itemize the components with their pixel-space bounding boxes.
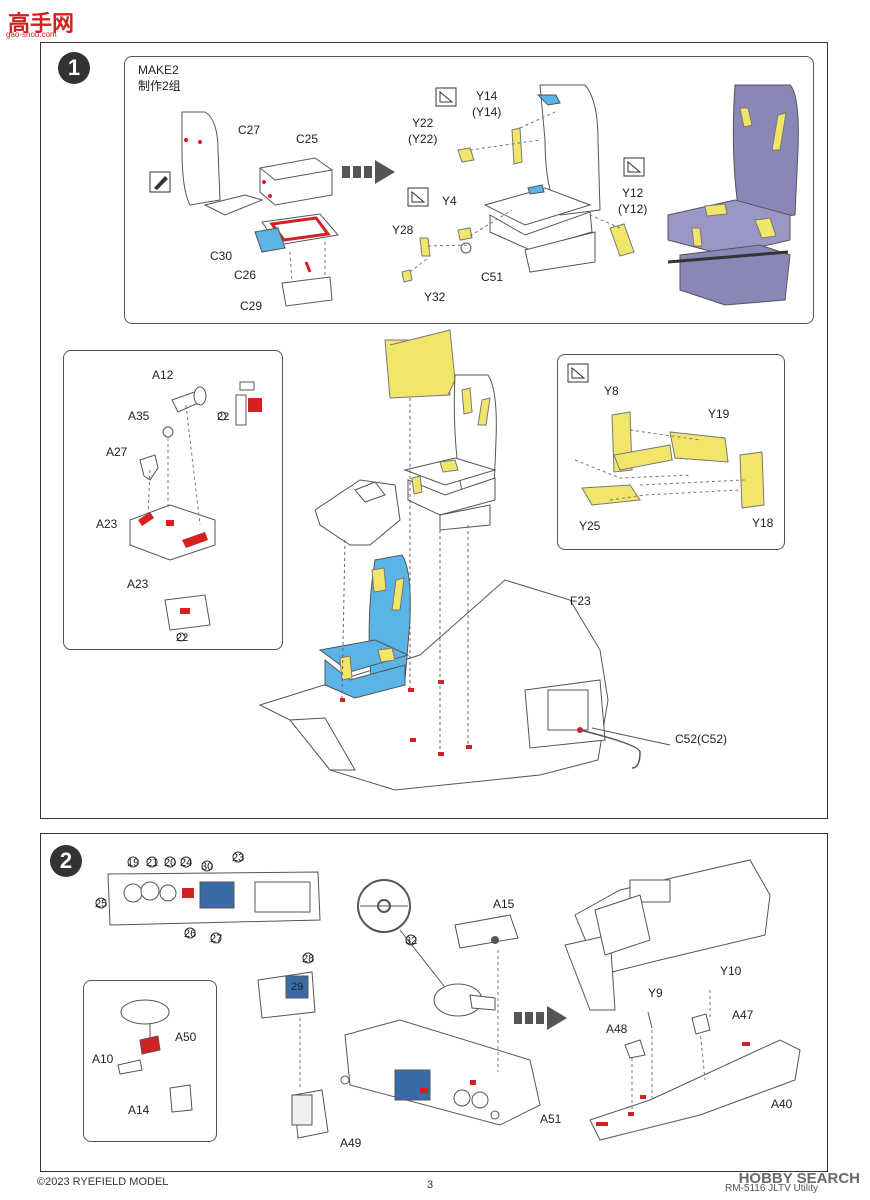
- label-a49: A49: [340, 1136, 362, 1150]
- label-a50: A50: [175, 1030, 197, 1044]
- decal-23: 23: [232, 852, 245, 864]
- decal-27: 27: [210, 933, 223, 945]
- label-y28: Y28: [392, 223, 414, 237]
- label-a51: A51: [540, 1112, 562, 1126]
- label-a48: A48: [606, 1022, 628, 1036]
- label-a27: A27: [106, 445, 128, 459]
- label-c25: C25: [296, 132, 319, 146]
- label-a35: A35: [128, 409, 150, 423]
- assembly-arrow-2: [514, 1006, 567, 1030]
- rack-assembled: [384, 329, 456, 399]
- label-a15: A15: [493, 897, 515, 911]
- label-a23-bottom: A23: [127, 577, 149, 591]
- label-c27: C27: [238, 123, 261, 137]
- step-2-badge: 2: [50, 845, 82, 877]
- label-y12b: (Y12): [618, 202, 648, 216]
- page-number: 3: [427, 1179, 434, 1191]
- site-logo: 高手网: [8, 11, 75, 36]
- label-y18: Y18: [752, 516, 774, 530]
- seat-assembled: [483, 84, 601, 273]
- label-y10: Y10: [720, 964, 742, 978]
- decal-22a: 22: [217, 411, 230, 423]
- steering-wheel: [357, 879, 411, 933]
- decal-19: 19: [127, 857, 140, 869]
- label-a12: A12: [152, 368, 174, 382]
- label-y14b: (Y14): [472, 105, 502, 119]
- site-url: gao-shou.com: [6, 30, 57, 39]
- cushion-c25: [259, 157, 333, 206]
- hobby-search-watermark: HOBBY SEARCH: [738, 1170, 860, 1187]
- decal-22b: 22: [176, 632, 189, 644]
- cab-front-assembled: [564, 859, 801, 1141]
- decal-20: 20: [164, 857, 177, 869]
- label-y19: Y19: [708, 407, 730, 421]
- label-c30: C30: [210, 249, 233, 263]
- label-c52: C52(C52): [675, 732, 728, 746]
- label-a10: A10: [92, 1052, 114, 1066]
- label-y9: Y9: [648, 986, 663, 1000]
- steering-detail-box: [83, 980, 217, 1142]
- decal-32: 32: [405, 935, 418, 947]
- display-a49: [257, 971, 329, 1139]
- seat-back-c27: [181, 111, 264, 216]
- copyright: ©2023 RYEFIELD MODEL: [37, 1176, 169, 1188]
- label-y4: Y4: [442, 194, 457, 208]
- label-y14: Y14: [476, 89, 498, 103]
- label-y25: Y25: [579, 519, 601, 533]
- decal-25: 25: [95, 898, 108, 910]
- label-a14: A14: [128, 1103, 150, 1117]
- instrument-panel: [107, 871, 321, 926]
- make-note-cn: 制作2组: [138, 79, 181, 93]
- label-y22b: (Y22): [408, 132, 438, 146]
- step-1-badge: 1: [58, 52, 90, 84]
- label-a47: A47: [732, 1008, 754, 1022]
- label-c26: C26: [234, 268, 257, 282]
- decal-26: 26: [184, 928, 197, 940]
- make-note: MAKE2: [138, 63, 179, 77]
- rack-parts: [581, 411, 765, 509]
- decal-29: 29: [291, 981, 304, 993]
- label-c51: C51: [481, 270, 504, 284]
- dashboard-a51: [340, 1019, 541, 1126]
- model-code: RM-5116 JLTV Utility: [725, 1183, 818, 1194]
- label-y12: Y12: [622, 186, 644, 200]
- extinguisher-decal: [235, 381, 262, 426]
- label-f23: F23: [570, 594, 591, 608]
- console-assembled: [314, 479, 401, 546]
- decal-21: 21: [146, 857, 159, 869]
- decal-30: 30: [201, 861, 214, 873]
- label-y22: Y22: [412, 116, 434, 130]
- label-a23-top: A23: [96, 517, 118, 531]
- cab-floor-f23: [258, 579, 609, 791]
- label-y8: Y8: [604, 384, 619, 398]
- label-a40: A40: [771, 1097, 793, 1111]
- label-c29: C29: [240, 299, 263, 313]
- decal-24: 24: [180, 857, 193, 869]
- decal-28: 28: [302, 953, 315, 965]
- label-y32: Y32: [424, 290, 446, 304]
- assembly-arrow-1: [342, 160, 395, 184]
